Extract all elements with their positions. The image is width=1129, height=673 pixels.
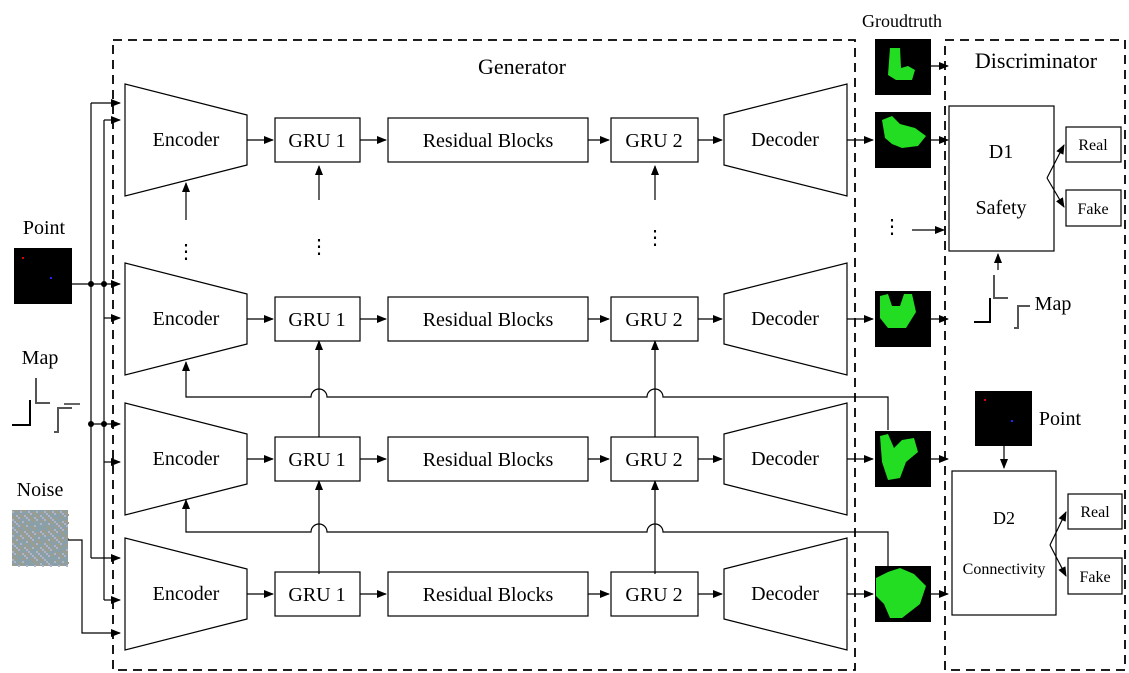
generator-row-4: Encoder GRU 1 Residual Blocks GRU 2 Decoder — [124, 537, 949, 651]
gru2-block — [610, 117, 699, 163]
d1-real-box — [1065, 126, 1122, 163]
d1-box — [948, 105, 1055, 252]
discriminator-frame — [944, 39, 1126, 671]
d2-name: D2 — [993, 508, 1015, 528]
residual-blocks — [387, 436, 589, 482]
d1-fake-box — [1065, 189, 1122, 227]
generator-row-2: Encoder GRU 1 Residual Blocks GRU 2 Decoder — [124, 262, 949, 376]
input-map-label: Map — [22, 347, 59, 369]
generated-mask-shape — [876, 568, 926, 618]
residual-blocks — [387, 117, 589, 163]
generator-title: Generator — [478, 54, 567, 79]
groundtruth-image — [875, 39, 931, 95]
generated-mask-shape — [880, 434, 918, 480]
encoder-block — [124, 83, 248, 197]
discriminator-title: Discriminator — [975, 48, 1098, 73]
generated-mask-shape — [882, 116, 926, 148]
ellipsis-gru2: ⋮ — [645, 227, 665, 249]
d2-point-image — [975, 391, 1032, 446]
gru1-block — [274, 571, 361, 617]
ellipsis-encoder: ⋮ — [176, 241, 196, 263]
generator-row-3: Encoder GRU 1 Residual Blocks GRU 2 Decoder — [124, 402, 949, 516]
d2-real-box — [1067, 493, 1123, 530]
decoder-block — [723, 83, 848, 197]
d2-real: Real — [1080, 504, 1110, 521]
input-point-image — [14, 248, 72, 304]
decoder-block — [723, 537, 848, 651]
d2-sub: Connectivity — [963, 561, 1046, 578]
input-point-label: Point — [23, 217, 66, 239]
gru2-block — [610, 296, 699, 342]
decoder-block — [723, 262, 848, 376]
gru1-label: GRU 1 — [288, 130, 345, 152]
decoder-label: Decoder — [751, 583, 819, 605]
d1-name: D1 — [989, 141, 1013, 163]
residual-blocks — [387, 571, 589, 617]
decoder-block — [723, 402, 848, 516]
d1-sub: Safety — [975, 197, 1026, 219]
gru1-block — [274, 117, 361, 163]
input-map-icon — [12, 378, 72, 433]
encoder-label: Encoder — [153, 583, 220, 605]
ellipsis-outputs: ⋮ — [882, 216, 902, 238]
input-noise-label: Noise — [17, 479, 64, 501]
d2-point-label: Point — [1039, 408, 1082, 430]
decoder-label: Decoder — [751, 129, 819, 151]
encoder-block — [124, 402, 248, 516]
gru2-label: GRU 2 — [625, 309, 682, 331]
residual-label: Residual Blocks — [423, 130, 554, 152]
gru1-label: GRU 1 — [288, 309, 345, 331]
residual-label: Residual Blocks — [423, 584, 554, 606]
gru2-label: GRU 2 — [625, 130, 682, 152]
input-noise-image — [12, 510, 69, 567]
d2-box — [951, 470, 1057, 616]
encoder-label: Encoder — [153, 308, 220, 330]
residual-label: Residual Blocks — [423, 449, 554, 471]
gru2-label: GRU 2 — [625, 449, 682, 471]
groundtruth-label: Groudtruth — [862, 11, 942, 31]
gru1-block — [274, 436, 361, 482]
residual-blocks — [387, 296, 589, 342]
input-connectors — [64, 99, 121, 637]
gru1-label: GRU 1 — [288, 584, 345, 606]
d1-map-icon — [974, 275, 1030, 329]
d2-fake-box — [1067, 557, 1123, 595]
ellipsis-gru1: ⋮ — [309, 236, 329, 258]
gru2-label: GRU 2 — [625, 584, 682, 606]
gru1-label: GRU 1 — [288, 449, 345, 471]
d1-fake: Fake — [1077, 201, 1108, 218]
encoder-label: Encoder — [153, 129, 220, 151]
encoder-label: Encoder — [153, 448, 220, 470]
residual-label: Residual Blocks — [423, 309, 554, 331]
encoder-block — [124, 262, 248, 376]
decoder-label: Decoder — [751, 448, 819, 470]
d1-real: Real — [1078, 137, 1108, 154]
d2-fake: Fake — [1079, 569, 1110, 586]
generator-frame — [112, 39, 856, 671]
vertical-connectors: ⋮ ⋮ ⋮ ⋮ — [176, 165, 945, 574]
generator-row-1: Encoder GRU 1 Residual Blocks GRU 2 Decoder — [124, 83, 949, 197]
d1-map-label: Map — [1035, 293, 1072, 315]
decoder-label: Decoder — [751, 308, 819, 330]
generated-mask-shape — [880, 294, 916, 328]
encoder-block — [124, 537, 248, 651]
